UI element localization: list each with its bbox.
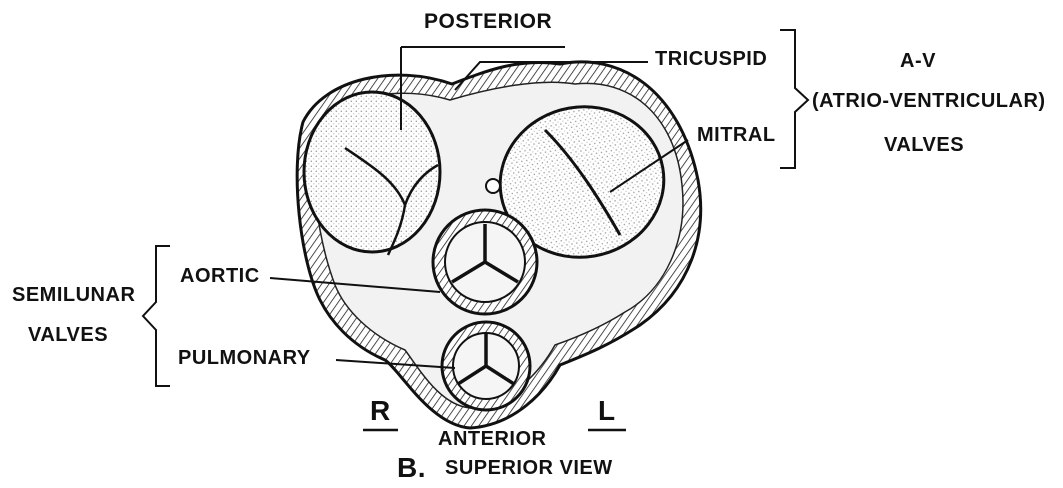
- semilunar-bracket: [143, 246, 170, 386]
- semilunar-label-line2: VALVES: [28, 324, 108, 347]
- tricuspid-valve: [304, 92, 440, 252]
- pulmonary-label: PULMONARY: [178, 347, 311, 370]
- tricuspid-label: TRICUSPID: [655, 48, 767, 71]
- view-title: SUPERIOR VIEW: [445, 457, 613, 480]
- right-side-label: R: [370, 395, 391, 427]
- av-label-line3: VALVES: [884, 134, 964, 157]
- aortic-label: AORTIC: [180, 265, 260, 288]
- anterior-label: ANTERIOR: [438, 428, 546, 451]
- posterior-label: POSTERIOR: [424, 10, 552, 34]
- av-label-line2: (ATRIO-VENTRICULAR): [812, 90, 1046, 113]
- panel-letter: B.: [397, 452, 426, 484]
- semilunar-label-line1: SEMILUNAR: [12, 284, 135, 307]
- av-bracket: [780, 30, 808, 168]
- left-side-label: L: [598, 395, 616, 427]
- mitral-label: MITRAL: [697, 124, 776, 147]
- av-label-line1: A-V: [900, 50, 936, 73]
